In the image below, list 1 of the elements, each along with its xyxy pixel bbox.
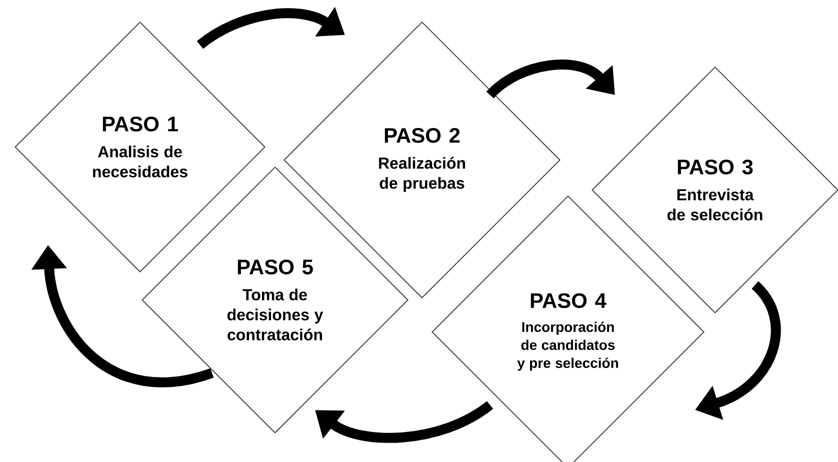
curved-arrow — [486, 60, 615, 99]
